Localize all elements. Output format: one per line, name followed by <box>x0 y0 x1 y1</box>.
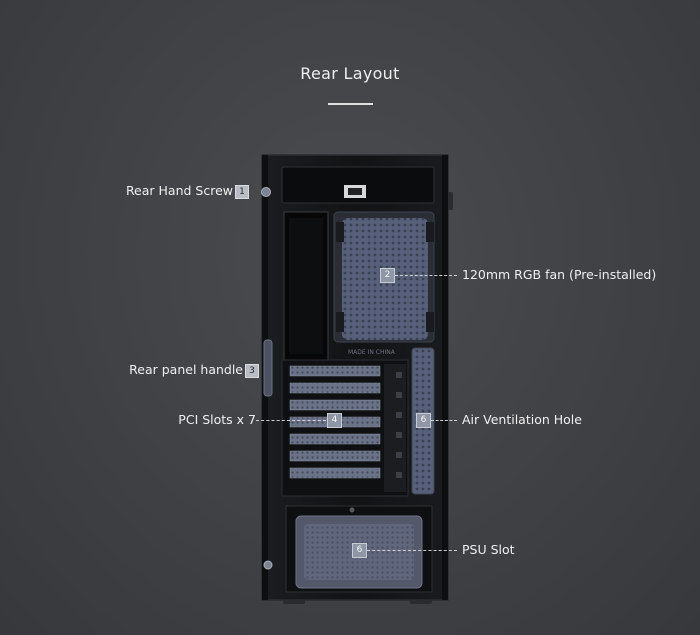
callout-badge-vent: 6 <box>416 413 431 428</box>
rear-panel-handle <box>263 339 273 397</box>
label-air-ventilation: Air Ventilation Hole <box>462 412 582 427</box>
label-text: Rear panel handle <box>129 362 243 377</box>
leader-line-pci <box>256 420 326 421</box>
callout-badge: 3 <box>245 363 259 378</box>
rear-hand-screw <box>261 187 271 197</box>
case-marking: MADE IN CHINA <box>348 349 396 356</box>
callout-badge: 1 <box>235 184 249 199</box>
label-text: PCI Slots x 7 <box>178 412 256 427</box>
callout-badge-fan: 2 <box>380 268 395 283</box>
callout-badge-pci: 4 <box>327 413 342 428</box>
leader-line-fan <box>395 275 457 276</box>
label-psu-slot: PSU Slot <box>462 542 515 557</box>
callout-badge-psu: 6 <box>352 543 367 558</box>
page-title: Rear Layout <box>300 64 400 83</box>
title-underline <box>328 103 373 105</box>
label-rgb-fan: 120mm RGB fan (Pre-installed) <box>462 267 657 282</box>
label-text: Rear Hand Screw <box>125 183 233 198</box>
leader-line-psu <box>367 550 457 551</box>
label-pci-slots: PCI Slots x 7 <box>178 412 256 428</box>
psu-screw <box>263 560 273 570</box>
leader-line-vent <box>431 420 457 421</box>
